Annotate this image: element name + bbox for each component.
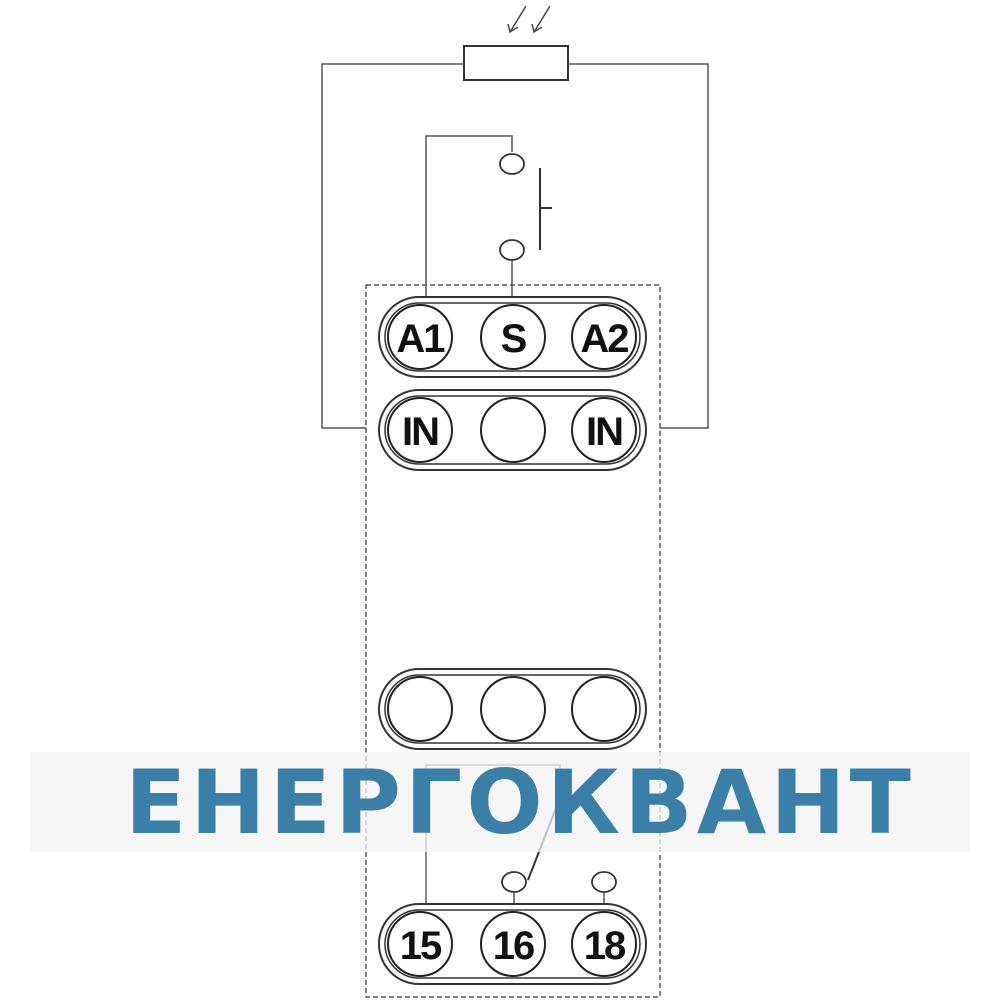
terminal-label-16: 16 — [493, 924, 534, 968]
sensor-loop-wire-right — [568, 63, 709, 429]
push-button-icon — [499, 153, 552, 261]
terminal-blank-middle[interactable] — [480, 397, 546, 463]
terminal-label-s: S — [501, 317, 527, 361]
terminal-label-15: 15 — [400, 924, 442, 968]
terminal-label-18: 18 — [584, 924, 626, 968]
terminal-18[interactable]: 18 — [571, 911, 637, 977]
terminal-row-blank — [378, 668, 647, 750]
sensor-loop-wire — [321, 63, 464, 429]
terminal-row-input: IN IN — [378, 389, 647, 471]
terminal-s[interactable]: S — [480, 304, 546, 370]
terminal-row-top: A1 S A2 — [378, 296, 647, 378]
watermark-band — [30, 752, 970, 852]
terminal-blank-2[interactable] — [480, 676, 546, 742]
terminal-row-output: 15 16 18 — [378, 903, 647, 985]
terminal-label-a2: A2 — [580, 317, 628, 361]
module-housing — [365, 284, 661, 998]
terminal-16[interactable]: 16 — [480, 911, 546, 977]
terminal-blank-3[interactable] — [571, 676, 637, 742]
terminal-15[interactable]: 15 — [387, 911, 453, 977]
terminal-label-a1: A1 — [396, 317, 445, 361]
terminal-in-right[interactable]: IN — [571, 397, 637, 463]
terminal-label-in-left: IN — [402, 410, 438, 454]
terminal-in-left[interactable]: IN — [387, 397, 453, 463]
button-wire-a1 — [425, 135, 513, 300]
terminal-a2[interactable]: A2 — [571, 304, 637, 370]
sensor-icon — [463, 5, 569, 81]
terminal-a1[interactable]: A1 — [387, 304, 453, 370]
terminal-label-in-right: IN — [586, 410, 622, 454]
terminal-blank-1[interactable] — [387, 676, 453, 742]
watermark-logo: ЕНЕРГОКВАНТ — [125, 751, 915, 854]
